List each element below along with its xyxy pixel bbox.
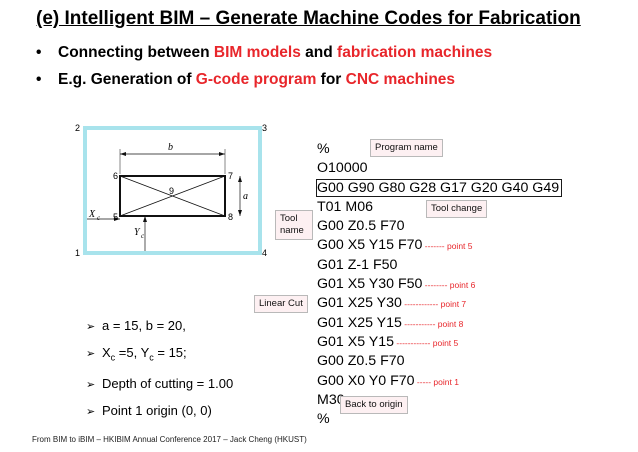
corner-2: 2 [75, 123, 80, 133]
xc-sub: c [97, 214, 101, 222]
corner-1: 1 [75, 248, 80, 258]
parameter-list: ➢a = 15, b = 20, ➢Xc =5, Yc = 15; ➢Depth… [86, 313, 233, 425]
gcode-note: ------- point 5 [422, 241, 473, 252]
gcode-line: G01 X25 Y15 ----------- point 8 [317, 314, 464, 331]
dim-b-label: b [168, 142, 173, 153]
gcode-line: G00 X0 Y0 F70 ----- point 1 [317, 372, 459, 389]
gcode-note: ------------ point 7 [401, 299, 467, 310]
callout-program-name: Program name [370, 139, 443, 157]
gcode-line: G01 X25 Y30 ------------ point 7 [317, 295, 467, 312]
diagonal-2 [119, 175, 226, 217]
gcode-line: G00 X5 Y15 F70 ------- point 5 [317, 237, 473, 254]
slide-title: (e) Intelligent BIM – Generate Machine C… [36, 8, 581, 29]
gcode-line: G01 Z-1 F50 [317, 256, 398, 273]
point-5: 5 [113, 212, 118, 222]
callout-tool-change: Tool change [426, 200, 488, 218]
machining-diagram: 2 3 1 4 5 6 7 8 9 b a X c Y c [75, 123, 267, 258]
arrow-bullet-icon: ➢ [86, 405, 96, 418]
gcode-line: G00 G90 G80 G28 G17 G20 G40 G49 [315, 178, 563, 197]
gcode-line: T01 M06 [317, 198, 373, 215]
point-9: 9 [169, 186, 174, 196]
param-xc-yc: ➢Xc =5, Yc = 15; [86, 340, 233, 371]
bullet-2: •E.g. Generation of G-code program for C… [36, 71, 456, 88]
gcode-line: % [317, 411, 330, 428]
callout-linear-cut: Linear Cut [254, 295, 308, 313]
yc-label: Y [134, 227, 141, 238]
gcode-line: G00 Z0.5 F70 [317, 218, 405, 235]
callout-back-to-origin: Back to origin [340, 396, 408, 414]
param-ab: ➢a = 15, b = 20, [86, 313, 233, 340]
arrow-bullet-icon: ➢ [86, 321, 96, 333]
bullet-dot: • [36, 71, 42, 88]
gcode-line: G00 Z0.5 F70 [317, 353, 405, 370]
param-depth: ➢Depth of cutting = 1.00 [86, 371, 233, 398]
callout-tool-name: Tool name [275, 210, 313, 240]
footer-credit: From BIM to iBIM – HKIBIM Annual Confere… [32, 435, 307, 444]
gcode-line: G01 X5 Y15 ------------ point 5 [317, 333, 459, 350]
pocket-rect [119, 175, 226, 217]
point-6: 6 [113, 171, 118, 181]
stock-outline [83, 126, 262, 255]
gcode-line: G01 X5 Y30 F50 -------- point 6 [317, 276, 476, 293]
dim-a-label: a [243, 191, 248, 202]
gcode-note: ----- point 1 [414, 376, 459, 387]
bullet-1: •Connecting between BIM models and fabri… [36, 44, 493, 61]
xc-label: X [88, 209, 96, 220]
corner-4: 4 [262, 248, 267, 258]
gcode-line: O10000 [317, 160, 368, 177]
arrow-bullet-icon: ➢ [86, 378, 96, 391]
bullet-dot: • [36, 44, 42, 61]
corner-3: 3 [262, 123, 267, 133]
gcode-line: % [317, 141, 330, 157]
gcode-line: M30 [317, 391, 345, 408]
gcode-note: ------------ point 5 [394, 337, 459, 348]
gcode-note: -------- point 6 [422, 280, 476, 291]
gcode-note: ----------- point 8 [401, 318, 464, 329]
point-8: 8 [228, 212, 233, 222]
yc-sub: c [141, 232, 145, 240]
param-origin: ➢Point 1 origin (0, 0) [86, 398, 233, 425]
arrow-bullet-icon: ➢ [86, 348, 96, 360]
point-7: 7 [228, 171, 233, 181]
